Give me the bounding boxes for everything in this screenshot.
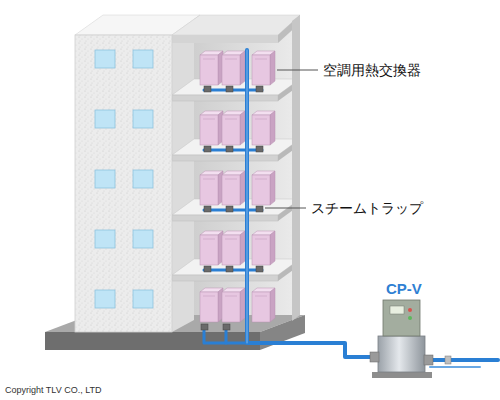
heat-exchanger — [252, 111, 275, 145]
steam-trap — [226, 206, 233, 212]
riser-highlight — [247, 50, 248, 343]
heat-exchanger — [252, 51, 275, 85]
pump-unit — [370, 300, 451, 378]
heat-exchanger — [252, 288, 275, 322]
control-display — [390, 306, 404, 314]
steam-trap — [204, 86, 211, 92]
heat-exchanger — [222, 51, 245, 85]
heat-exchanger — [200, 231, 223, 265]
windows — [95, 50, 153, 308]
pillar — [292, 15, 300, 321]
steam-trap — [256, 266, 263, 272]
roof-edge — [172, 35, 278, 43]
window — [133, 50, 153, 68]
window — [95, 110, 115, 128]
heat-exchanger — [222, 171, 245, 205]
heat-exchangers — [200, 51, 275, 322]
window — [95, 230, 115, 248]
steam-trap — [256, 146, 263, 152]
window — [133, 290, 153, 308]
product-name: CP-V — [386, 280, 422, 298]
leader-line — [265, 208, 306, 209]
pump-base — [372, 372, 432, 378]
pump-tank — [378, 336, 425, 372]
copyright-note: Copyright TLV CO., LTD — [5, 385, 102, 396]
check-valve — [445, 356, 451, 364]
callout-label: 空調用熱交換器 — [323, 62, 421, 79]
window — [95, 290, 115, 308]
outlet-valve — [424, 355, 433, 365]
base-front — [45, 332, 260, 350]
heat-exchanger — [200, 288, 223, 322]
roof-right — [172, 15, 300, 35]
steam-trap — [256, 206, 263, 212]
leader-line — [277, 70, 318, 71]
steam-traps — [201, 86, 263, 330]
steam-trap — [204, 206, 211, 212]
heat-exchanger — [252, 231, 275, 265]
window — [95, 170, 115, 188]
indicator-lamp — [408, 316, 412, 320]
heat-exchanger — [222, 231, 245, 265]
inlet-valve — [370, 352, 379, 362]
front-wall — [75, 35, 172, 332]
heat-exchanger — [222, 288, 245, 322]
heat-exchanger — [252, 171, 275, 205]
steam-trap — [223, 324, 230, 330]
indicator-lamp — [408, 308, 412, 312]
steam-trap — [204, 146, 211, 152]
steam-trap — [226, 146, 233, 152]
heat-exchanger — [200, 111, 223, 145]
window — [95, 50, 115, 68]
pipes — [204, 50, 498, 367]
window — [133, 170, 153, 188]
heat-exchanger — [200, 51, 223, 85]
discharge-pipe — [425, 358, 498, 362]
steam-trap — [226, 266, 233, 272]
steam-trap — [201, 324, 208, 330]
callout-label: スチームトラップ — [311, 200, 423, 217]
inner-side-wall — [172, 27, 194, 332]
steam-trap — [226, 86, 233, 92]
discharge-pipe — [430, 366, 480, 368]
window — [133, 110, 153, 128]
steam-trap — [204, 266, 211, 272]
heat-exchanger — [200, 171, 223, 205]
steam-trap — [256, 86, 263, 92]
heat-exchanger — [222, 111, 245, 145]
control-box — [383, 300, 420, 336]
window — [133, 230, 153, 248]
